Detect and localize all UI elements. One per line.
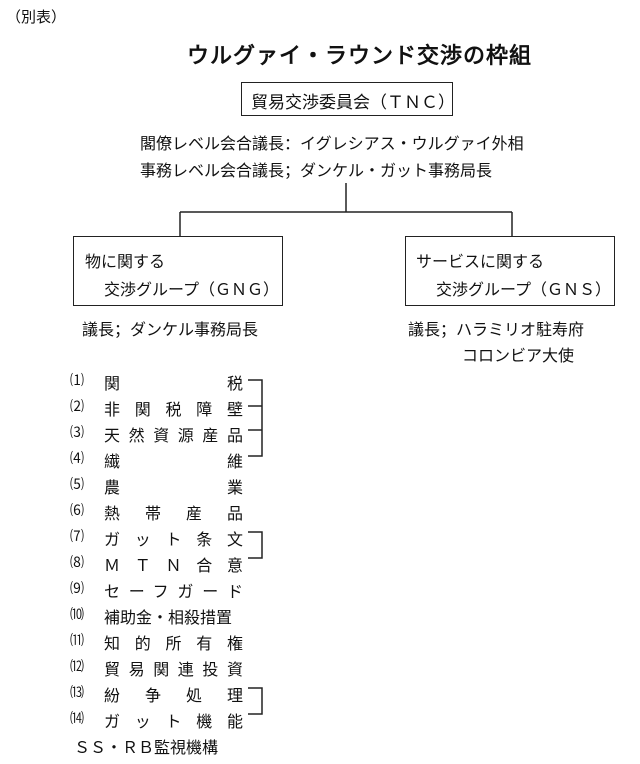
item-number: ⑵ (70, 399, 84, 415)
item-label: 繊 維 (104, 452, 244, 471)
item-label: ガット条文 (104, 530, 244, 549)
tnc-chair-official: 事務レベル会合議長；ダンケル・ガット事務局長 (140, 161, 493, 180)
tnc-box (241, 82, 453, 116)
page-title: ウルグァイ・ラウンド交渉の枠組 (187, 43, 533, 69)
gns-box-line2: 交渉グループ（ＧＮＳ） (436, 280, 612, 299)
item-label: 補助金・相殺措置 (104, 608, 233, 627)
item-label: 貿易関連投資 (104, 660, 244, 679)
item-number: ⑽ (70, 607, 84, 623)
item-label: 知的所有権 (104, 634, 244, 653)
gng-box-line1: 物に関する (85, 252, 166, 271)
item-number: ⑹ (70, 503, 84, 519)
item-label: 天然資源産品 (104, 426, 244, 445)
item-number: ⑾ (70, 633, 84, 649)
item-label: セーフガード (104, 582, 244, 601)
item-label: 熱帯産品 (104, 504, 244, 523)
footer-label: ＳＳ・ＲＢ監視機構 (74, 738, 219, 757)
gns-chair-title: コロンビア大使 (462, 346, 575, 365)
item-label: 農 業 (104, 478, 244, 497)
item-label: ＭＴＮ合意 (104, 556, 244, 575)
item-number: ⒁ (70, 711, 84, 727)
item-number: ⑻ (70, 555, 84, 571)
tnc-box-label: 貿易交渉委員会（ＴＮＣ） (251, 93, 455, 113)
note-label: （別表） (6, 8, 67, 26)
gng-box-line2: 交渉グループ（ＧＮＧ） (104, 280, 280, 299)
item-label: ガット機能 (104, 712, 244, 731)
gns-chair: 議長；ハラミリオ駐寿府 (408, 320, 585, 339)
item-number: ⑼ (70, 581, 84, 597)
item-number: ⑺ (70, 529, 84, 545)
item-number: ⑴ (70, 373, 84, 389)
gns-box (405, 236, 615, 306)
gns-box-line1: サービスに関する (416, 252, 545, 271)
item-label: 紛争処理 (104, 686, 244, 705)
item-label: 関 税 (104, 374, 244, 393)
item-number: ⑶ (70, 425, 84, 441)
item-number: ⑷ (70, 451, 84, 467)
item-number: ⒀ (70, 685, 84, 701)
gng-chair: 議長；ダンケル事務局長 (82, 320, 259, 339)
item-number: ⑸ (70, 477, 84, 493)
item-number: ⑿ (70, 659, 84, 675)
gng-box (73, 236, 283, 306)
tnc-chair-ministerial: 閣僚レベル会合議長：イグレシアス・ウルグァイ外相 (140, 134, 524, 153)
item-label: 非関税障壁 (104, 400, 244, 419)
